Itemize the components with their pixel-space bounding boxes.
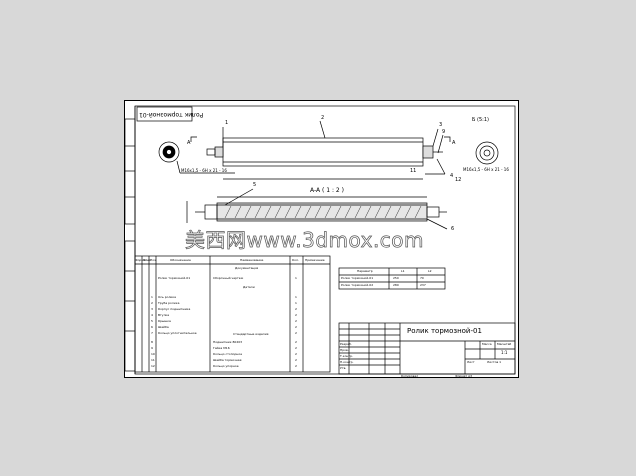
callout-1: 1 <box>225 120 229 126</box>
bom-pos: 7 <box>151 331 153 335</box>
bom-designation: Втулка <box>158 313 170 317</box>
param-header-0: Параметр <box>357 269 373 273</box>
bom-header-note: Примечание <box>305 258 325 262</box>
param-row-0-l2: 70 <box>420 276 424 280</box>
drawing-linework <box>125 105 516 375</box>
thread-right: M16x1,5 - 6H x 21 - 16 <box>463 167 509 172</box>
title-block-copied: Копировал <box>401 374 419 378</box>
bom-pos: 8 <box>151 340 153 344</box>
bom-pos: 10 <box>151 352 155 356</box>
bom-name: Подшипник 80203 <box>213 340 243 344</box>
title-block-scale: 1:1 <box>501 350 508 355</box>
title-block-scale-label: Масштаб <box>497 342 512 346</box>
param-row-0-name: Ролик тормозной-01 <box>341 276 374 280</box>
bom-pos: 9 <box>151 346 153 350</box>
bom-designation: Крышка <box>158 319 171 323</box>
callout-9: 9 <box>442 129 446 135</box>
bom-name: Гайка М16 <box>213 346 230 350</box>
drawing-sheet: Ролик тормозной-01 1 2 3 9 11 12 4 5 6 A… <box>124 100 519 378</box>
rotated-stamp: Ролик тормозной-01 <box>139 111 204 118</box>
callout-12: 12 <box>455 177 462 183</box>
bom-section-docs: Документация <box>235 266 259 270</box>
bom-designation: Шайба <box>158 325 169 329</box>
title-block-mass: Масса <box>482 342 492 346</box>
bom-pos: 5 <box>151 319 153 323</box>
callout-2: 2 <box>321 115 325 121</box>
bom-name: Кольцо стопорное <box>213 352 243 356</box>
bom-section-std: Стандартные изделия <box>233 332 269 336</box>
bom-pos: 2 <box>151 301 153 305</box>
param-row-1-name: Ролик тормозной-02 <box>341 283 374 287</box>
bom-header-designation: Обозначение <box>170 258 191 262</box>
bom-pos: 3 <box>151 307 153 311</box>
bom-pos: 12 <box>151 364 155 368</box>
title-block-sheet: Лист <box>467 360 475 364</box>
bom-name: Кольцо упорное <box>213 364 239 368</box>
bom-qty: 2 <box>295 340 297 344</box>
param-row-1-l1: 280 <box>393 283 399 287</box>
callout-5: 5 <box>253 182 257 188</box>
bom-qty: 1 <box>295 295 297 299</box>
param-row-0-l1: 250 <box>393 276 399 280</box>
callout-11: 11 <box>410 168 417 174</box>
bom-header-format: Формат <box>135 258 148 262</box>
title-block-format: Формат А3 <box>455 374 473 378</box>
bom-qty: 2 <box>295 319 297 323</box>
bom-designation: Труба ролика <box>158 301 180 305</box>
bom-qty: 1 <box>295 276 297 280</box>
bom-header-name: Наименование <box>240 258 264 262</box>
bom-header-qty: Кол. <box>292 258 299 262</box>
bom-qty: 2 <box>295 325 297 329</box>
title-block-role-2: Т.контр. <box>340 354 354 358</box>
bom-section-parts: Детали <box>243 285 255 289</box>
bom-qty: 2 <box>295 346 297 350</box>
bom-designation: Ролик тормозной-01 <box>158 276 191 280</box>
title-block-role-1: Пров. <box>340 348 349 352</box>
param-row-1-l2: 237 <box>420 283 426 287</box>
bom-qty: 1 <box>295 301 297 305</box>
bom-qty: 2 <box>295 364 297 368</box>
param-header-2: L2 <box>428 269 432 273</box>
title-block-role-0: Разраб. <box>340 342 352 346</box>
bom-header-zone: Зона <box>143 258 151 262</box>
bom-qty: 2 <box>295 352 297 356</box>
thread-left: M16x1,5 - 6H x 21 - 16 <box>181 168 227 173</box>
bom-pos: 11 <box>151 358 155 362</box>
bom-qty: 2 <box>295 358 297 362</box>
bom-name: Шайба тормозная <box>213 358 242 362</box>
bom-qty: 2 <box>295 307 297 311</box>
bom-designation: Корпус подшипника <box>158 307 191 311</box>
callout-4: 4 <box>450 173 454 179</box>
bom-pos: 6 <box>151 325 153 329</box>
bom-designation: Ось ролика <box>158 295 176 299</box>
bom-qty: 2 <box>295 331 297 335</box>
bom-designation: Кольцо уплотнительное <box>158 331 197 335</box>
title-block-sheets: Листов 1 <box>487 360 502 364</box>
view-a-right: A <box>452 140 456 146</box>
detail-label: Б (5:1) <box>472 117 489 123</box>
bom-pos: 1 <box>151 295 153 299</box>
param-header-1: L1 <box>401 269 405 273</box>
watermark: 美西网www.3dmox.com <box>185 228 425 253</box>
callout-3: 3 <box>439 122 443 128</box>
view-a-left: A <box>187 140 191 146</box>
title-block-role-3: Н.контр. <box>340 360 354 364</box>
title-block-title: Ролик тормозной-01 <box>407 327 482 335</box>
bom-header-pos: Поз. <box>150 258 157 262</box>
title-block-role-4: Утв. <box>340 366 347 370</box>
bom-qty: 2 <box>295 313 297 317</box>
section-view-label: A-A ( 1 : 2 ) <box>310 187 344 194</box>
bom-name: Сборочный чертеж <box>213 276 244 280</box>
callout-6: 6 <box>451 226 455 232</box>
bom-pos: 4 <box>151 313 153 317</box>
